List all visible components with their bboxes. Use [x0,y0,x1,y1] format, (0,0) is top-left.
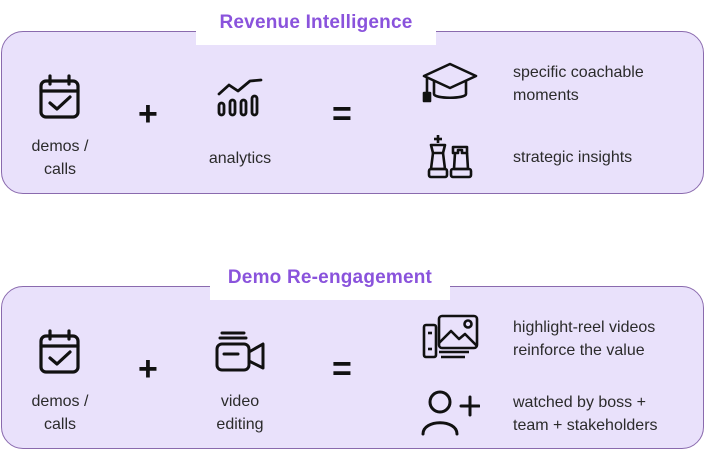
input-label: analytics [208,150,272,167]
equals-operator: = [332,350,352,388]
video-camera-icon [214,330,266,374]
analytics-chart-icon [216,76,264,118]
revenue-intelligence-panel [1,31,704,194]
input-label: demos / calls [31,393,89,433]
equals-operator: = [332,95,352,133]
graduation-cap-icon [421,61,479,105]
calendar-check-icon [38,329,82,375]
plus-operator: + [138,95,158,133]
section-title: Revenue Intelligence [196,9,436,45]
chess-pieces-icon [426,133,476,181]
plus-operator: + [138,350,158,388]
add-user-icon [420,389,480,437]
output-label: watched by boss + team + stakeholders [513,394,658,434]
input-label: demos / calls [31,138,89,178]
calendar-check-icon [38,74,82,120]
input-label: video editing [216,393,264,433]
output-label: highlight-reel videos reinforce the valu… [513,319,656,359]
section-title: Demo Re-engagement [210,264,450,300]
output-label: specific coachable moments [513,64,644,104]
image-gallery-icon [421,313,481,361]
output-label: strategic insights [513,149,633,166]
